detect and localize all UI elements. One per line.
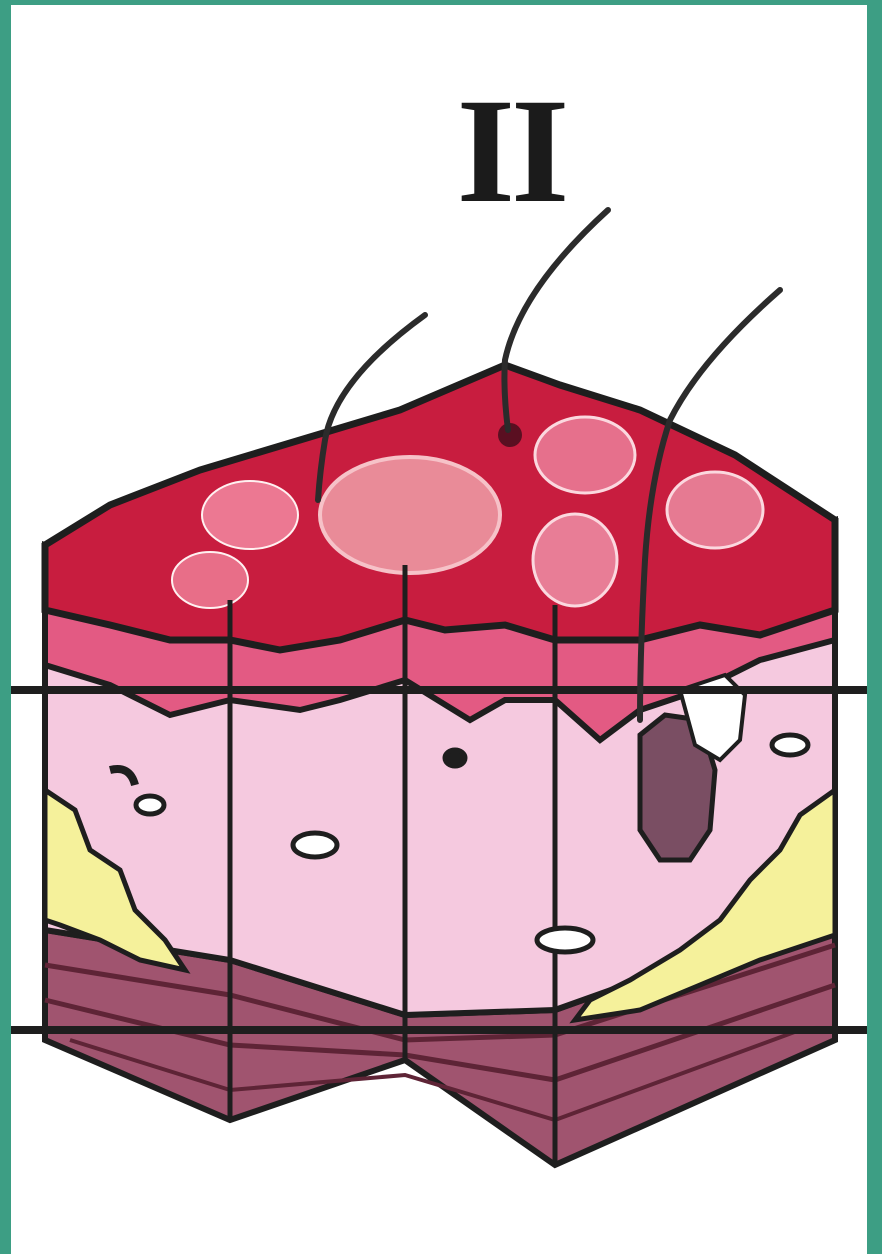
blister-large (320, 457, 500, 573)
blister-3 (535, 417, 635, 493)
blister-5 (667, 472, 763, 548)
blister-2 (172, 552, 248, 608)
blister-4 (533, 514, 617, 606)
blistered-surface (45, 365, 835, 650)
blister-1 (202, 481, 298, 549)
